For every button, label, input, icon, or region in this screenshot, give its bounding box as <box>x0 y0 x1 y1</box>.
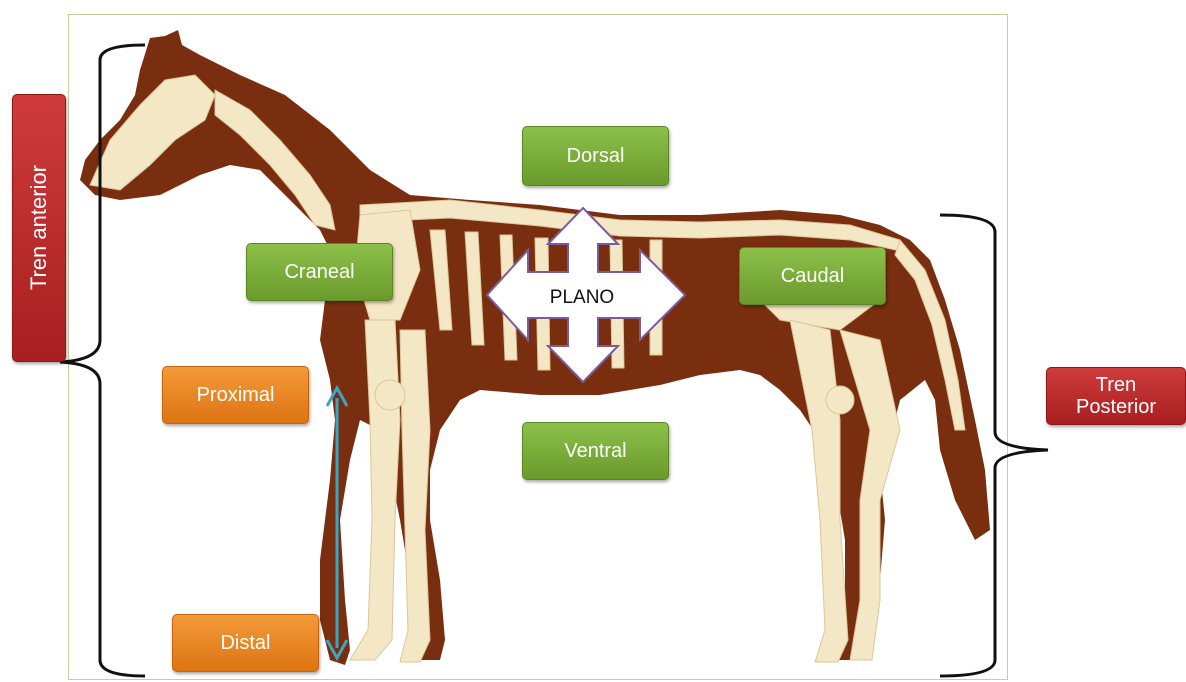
distal-label: Distal <box>172 614 319 672</box>
dorsal-label: Dorsal <box>522 126 669 186</box>
tren-anterior-label: Tren anterior <box>12 94 66 362</box>
craneal-label: Craneal <box>246 243 393 301</box>
plano-label: PLANO <box>527 287 637 309</box>
tren-anterior-text: Tren anterior <box>26 165 52 290</box>
tren-posterior-line2: Posterior <box>1076 396 1156 418</box>
ventral-label: Ventral <box>522 422 669 480</box>
proximal-label: Proximal <box>162 366 309 424</box>
caudal-label: Caudal <box>739 247 886 305</box>
tren-posterior-label: Tren Posterior <box>1046 367 1186 425</box>
tren-posterior-line1: Tren <box>1096 374 1136 396</box>
